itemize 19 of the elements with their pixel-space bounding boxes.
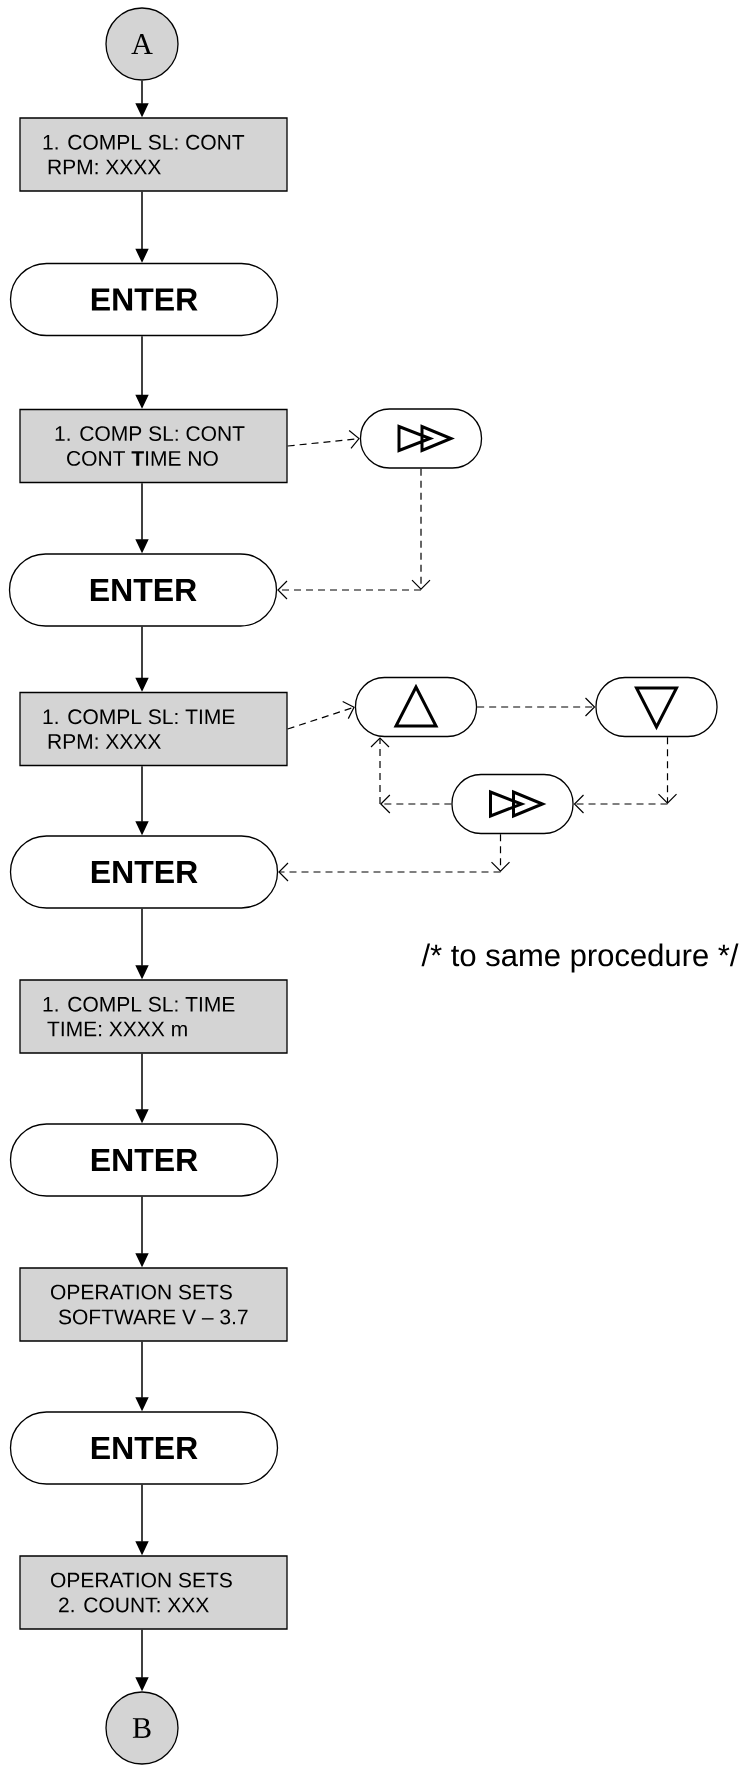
display-box: OPERATION SETS 2. COUNT: XXX [19, 1555, 288, 1630]
arrow [277, 468, 431, 600]
arrow [287, 429, 360, 450]
arrow [476, 697, 596, 717]
enter-button: ENTER [9, 835, 279, 909]
comment-text: /* to same procedure */ [421, 943, 739, 973]
enter-button: ENTER [9, 262, 279, 337]
display-box: 1. COMPL SL: CONT RPM: XXXX [19, 117, 288, 192]
arrow [370, 737, 452, 814]
display-box: 1. COMP SL: CONT CONT TIME NO [19, 408, 288, 484]
display-box: OPERATION SETS SOFTWARE V – 3.7 [19, 1267, 288, 1342]
display-box: 1. COMPL SL: TIME RPM: XXXX [19, 691, 288, 767]
arrow [287, 700, 355, 730]
enter-button: ENTER [8, 553, 278, 627]
enter-button: ENTER [9, 1411, 279, 1485]
enter-button: ENTER [9, 1123, 279, 1197]
arrow [278, 833, 511, 882]
display-box: 1. COMPL SL: TIME TIME: XXXX m [19, 979, 288, 1054]
arrow [573, 736, 678, 814]
